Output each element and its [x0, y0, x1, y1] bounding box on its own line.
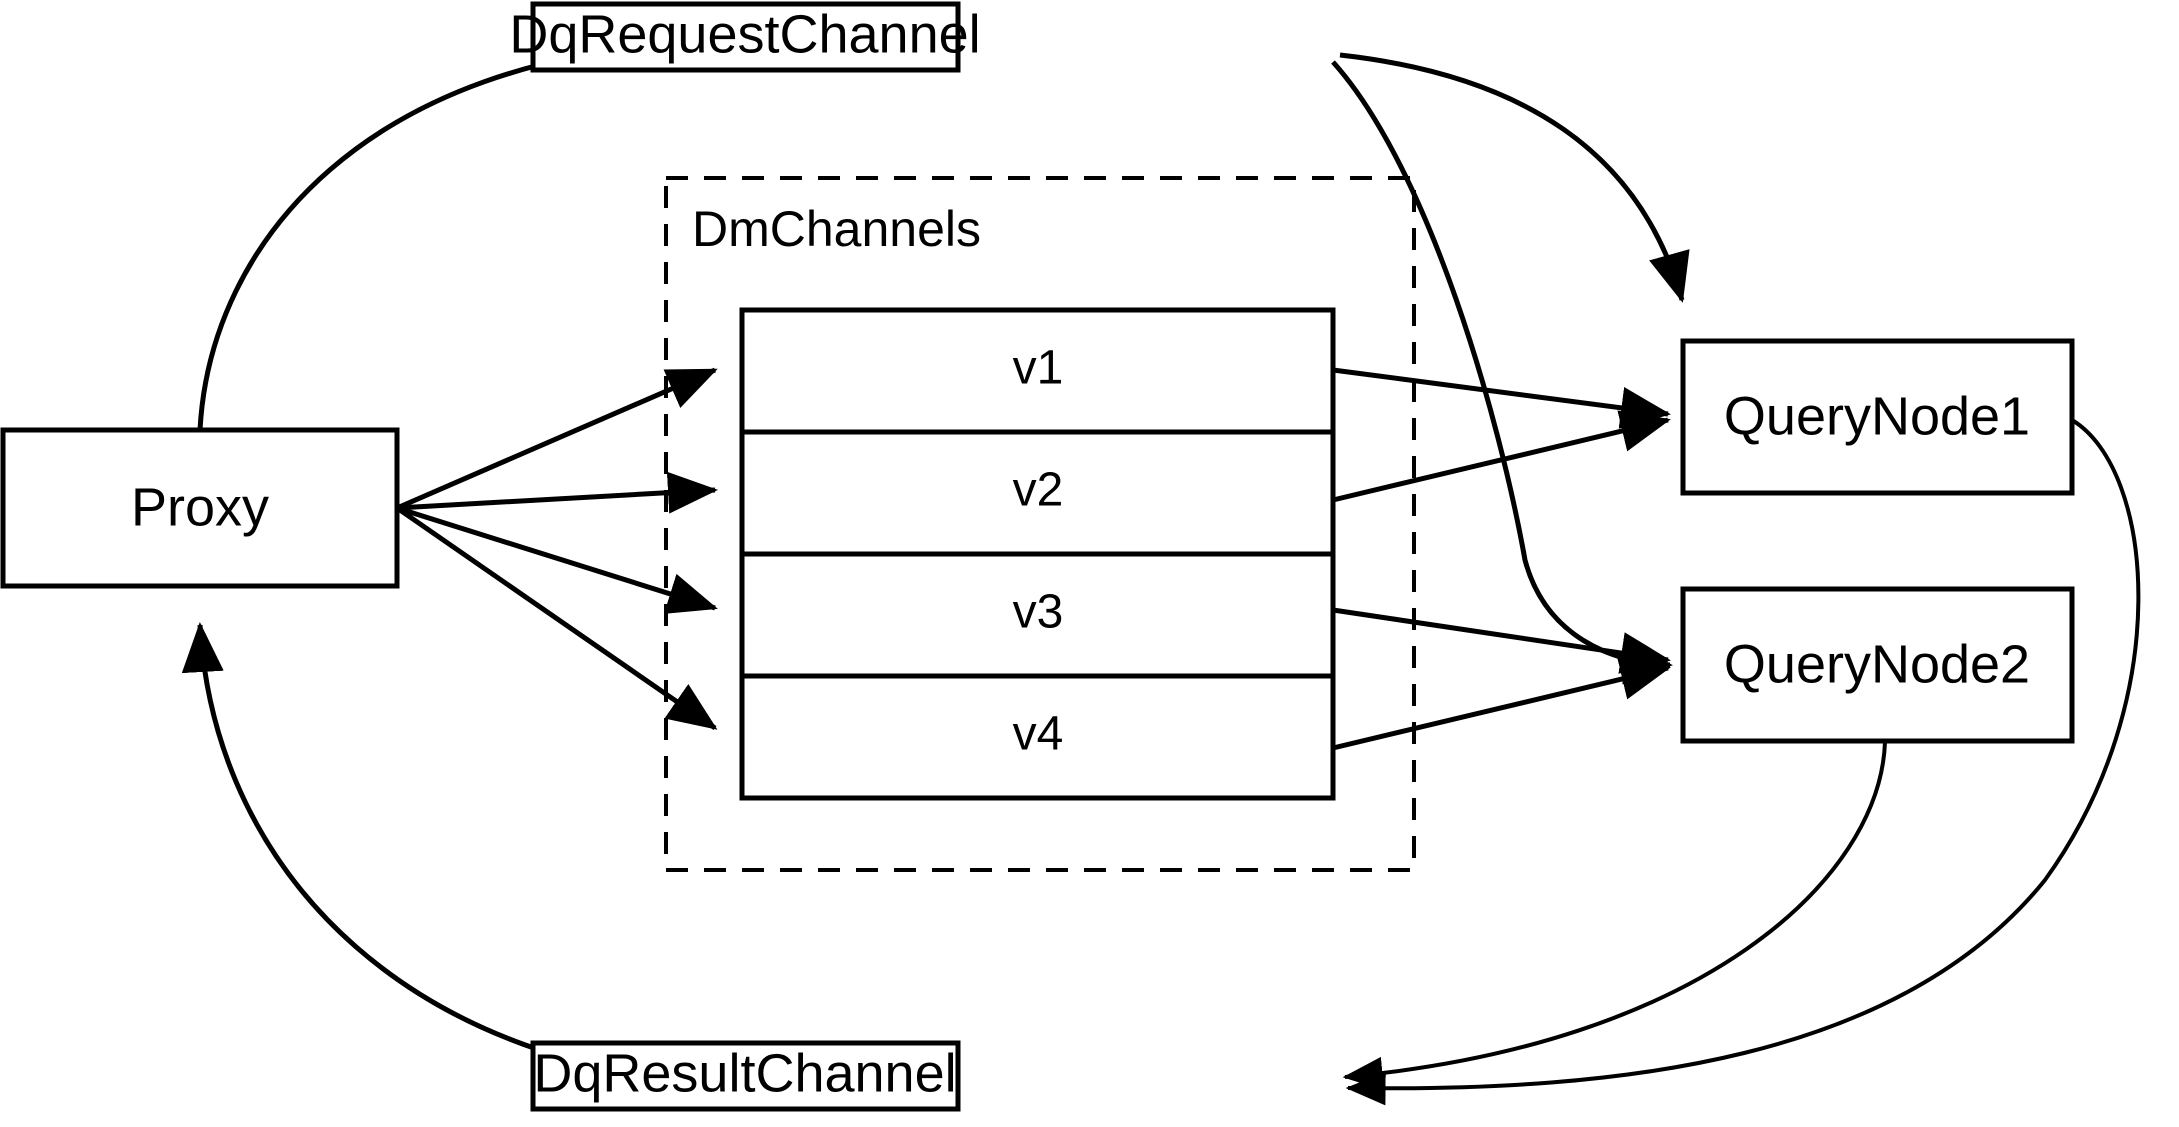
edge-v3-to-query-node-2: [1332, 607, 1671, 674]
v-channel-row-v3[interactable]: v3: [1013, 586, 1064, 639]
v-channel-row-v1[interactable]: v1: [1013, 342, 1064, 395]
node-dq-request-channel-label: DqRequestChannel: [509, 4, 980, 64]
node-query-node-2-box[interactable]: [1680, 586, 2075, 744]
node-dq-result-channel-box[interactable]: [530, 1040, 961, 1112]
node-dq-result-channel-label: DqResultChannel: [533, 1043, 956, 1103]
edge-v2-to-query-node-1: [1332, 410, 1671, 503]
node-query-node-1-box[interactable]: [1680, 338, 2075, 496]
node-proxy-label: Proxy: [131, 477, 269, 537]
edge-dq-result-channel-to-proxy: [181, 622, 743, 1087]
edge-proxy-to-v2: [396, 471, 718, 514]
node-query-node-2-label: QueryNode2: [1724, 634, 2030, 694]
edge-query-node-1-to-dq-result-channel: [1345, 418, 2141, 1106]
edge-v1-to-query-node-1: [1332, 367, 1671, 429]
v-channel-row-v4[interactable]: v4: [1013, 708, 1064, 761]
edge-dq-request-channel-to-query-node-2: [1331, 60, 1673, 685]
node-dq-request-channel-box[interactable]: [530, 1, 961, 73]
node-proxy-box[interactable]: [0, 427, 400, 589]
edge-v4-to-query-node-2: [1332, 658, 1671, 751]
edge-proxy-to-v3: [396, 505, 718, 614]
dm-channels-group-label: DmChannels: [692, 201, 981, 257]
edge-query-node-2-to-dq-result-channel: [1342, 741, 1887, 1091]
edge-dq-request-channel-to-query-node-1: [1339, 52, 1690, 303]
edge-proxy-to-dq-request-channel: [197, 23, 703, 431]
node-query-node-1-label: QueryNode1: [1724, 386, 2030, 446]
edge-proxy-to-v1: [396, 367, 718, 511]
edge-proxy-to-v4: [395, 505, 718, 731]
v-channel-row-v2[interactable]: v2: [1013, 464, 1064, 517]
